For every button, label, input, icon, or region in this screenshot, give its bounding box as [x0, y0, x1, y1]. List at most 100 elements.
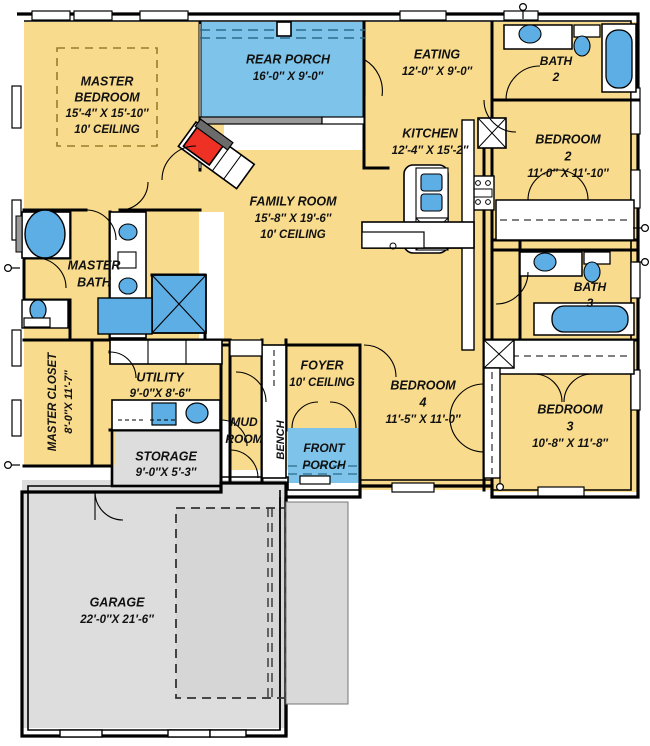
label-utility: UTILITY 9′-0″X 8′-6″ [130, 370, 191, 400]
garage-label: GARAGE [90, 595, 146, 609]
label-bedroom-4: BEDROOM 4 11′-5″ X 11′-0″ [386, 378, 461, 426]
rear-porch-label: REAR PORCH [246, 52, 331, 66]
foyer-label: FOYER [300, 358, 343, 372]
label-family-room: FAMILY ROOM 15′-8″ X 19′-6″ 10′ CEILING [249, 194, 337, 241]
house-outline-outer [17, 12, 640, 738]
label-bath-2: BATH 2 [540, 54, 573, 84]
label-bedroom-2: BEDROOM 2 11′-0″ X 11′-10″ [527, 132, 609, 180]
label-bench: BENCH [275, 419, 287, 459]
bedroom4-dimensions: 11′-5″ X 11′-0″ [386, 414, 461, 426]
utility-label: UTILITY [136, 370, 185, 384]
bedroom2-dimensions: 11′-0″ X 11′-10″ [527, 168, 609, 180]
label-master-closet: MASTER CLOSET 8′-0″X 11′-7″ [47, 352, 75, 451]
eating-label: EATING [414, 47, 461, 61]
label-bedroom-3: BEDROOM 3 10′-8″ X 11′-8″ [532, 402, 608, 450]
front-porch-label-line1: FRONT [303, 441, 346, 455]
family-room-dimensions: 15′-8″ X 19′-6″ [255, 213, 332, 225]
foyer-mud-bench [229, 339, 360, 479]
kitchen-dimensions: 12′-4″ X 15′-2″ [392, 145, 469, 157]
bath3-fixtures [495, 251, 635, 336]
label-front-porch: FRONT PORCH [302, 441, 346, 472]
master-closet-dimensions: 8′-0″X 11′-7″ [63, 370, 75, 434]
bath3-label: BATH [574, 280, 607, 294]
garage-apron-fill [176, 508, 286, 698]
bath3-tub-icon [551, 305, 629, 333]
master-bedroom-dimensions: 15′-4″ X 15′-10″ [65, 108, 149, 120]
toilet-icon [29, 299, 47, 321]
bath3-sink-icon [533, 252, 557, 272]
room-labels: MASTER BEDROOM 15′-4″ X 15′-10″ 10′ CEIL… [47, 47, 609, 626]
bedroom2-number: 2 [564, 149, 572, 163]
front-porch-fill [288, 428, 360, 483]
master-bath-label-line2: BATH [77, 275, 112, 289]
foyer-ceiling: 10′ CEILING [289, 377, 354, 389]
misc-door-swings [109, 99, 517, 447]
bedroom4-number: 4 [419, 395, 427, 409]
master-bath-label-line1: MASTER [68, 258, 121, 272]
bath2-sink-icon [518, 24, 542, 44]
storage-dimensions: 9′-0″X 5′-3″ [136, 467, 197, 479]
door-swings-master [35, 145, 197, 289]
utility-fixtures [109, 339, 223, 431]
eating-dimensions: 12′-0″ X 9′-0″ [402, 66, 473, 78]
label-bath-3: BATH 3 [574, 280, 607, 310]
washer-icon [151, 402, 177, 426]
label-garage: GARAGE 22′-0″X 21′-6″ [79, 595, 154, 626]
sink-icon-1 [118, 223, 138, 241]
master-bedroom-ceiling: 10′ CEILING [74, 124, 139, 136]
bath3-toilet-icon [583, 261, 601, 283]
label-eating: EATING 12′-0″ X 9′-0″ [402, 47, 473, 78]
bedroom2-label: BEDROOM [535, 132, 601, 146]
label-mud-room: MUD ROOM [225, 415, 263, 446]
bath2-label: BATH [540, 54, 573, 68]
bath3-number: 3 [587, 296, 594, 310]
label-master-bedroom: MASTER BEDROOM 15′-4″ X 15′-10″ 10′ CEIL… [65, 74, 149, 136]
family-room-label: FAMILY ROOM [249, 194, 337, 208]
bedroom3-dimensions: 10′-8″ X 11′-8″ [532, 438, 608, 450]
bedroom4-label: BEDROOM [390, 378, 456, 392]
bath2-fixtures [503, 23, 637, 101]
front-porch-label-line2: PORCH [302, 458, 346, 472]
rear-porch-dimensions: 16′-0″ X 9′-0″ [253, 71, 324, 83]
master-bath-fixtures [15, 209, 207, 339]
label-storage: STORAGE 9′-0″X 5′-3″ [135, 449, 197, 479]
bath2-tub-icon [605, 29, 633, 89]
kitchen-fixtures [361, 117, 507, 351]
sink-icon-2 [118, 277, 138, 295]
master-closet-label: MASTER CLOSET [47, 352, 59, 451]
exterior-fittings [3, 2, 649, 492]
rear-porch-detail [199, 21, 365, 125]
oval-tub-icon [24, 209, 66, 259]
bedroom3-label: BEDROOM [537, 402, 603, 416]
bedroom3-number: 3 [567, 419, 574, 433]
bath2-toilet-icon [573, 35, 591, 57]
hall-closets [449, 117, 515, 479]
label-foyer: FOYER 10′ CEILING [289, 358, 354, 389]
master-bedroom-label-line2: BEDROOM [74, 90, 140, 104]
bedroom2-closet [495, 169, 635, 241]
garage-door-openings [59, 729, 247, 738]
master-bedroom-region [56, 47, 158, 147]
master-bedroom-label-line1: MASTER [81, 74, 134, 88]
bath2-number: 2 [552, 70, 560, 84]
utility-dimensions: 9′-0″X 8′-6″ [130, 388, 191, 400]
utility-sink-icon [185, 402, 209, 424]
mud-room-label-line2: ROOM [225, 432, 263, 446]
garage-apron [175, 501, 349, 705]
master-bedroom-tray-ceiling [56, 47, 158, 147]
label-rear-porch: REAR PORCH 16′-0″ X 9′-0″ [246, 52, 331, 83]
windows [11, 10, 641, 497]
corner-fireplace [177, 118, 256, 190]
storage-fill [112, 430, 221, 486]
label-master-bath: MASTER BATH [68, 258, 121, 289]
family-room-ceiling: 10′ CEILING [260, 229, 325, 241]
kitchen-label: KITCHEN [402, 126, 459, 140]
eating-door-swing [364, 59, 383, 97]
label-kitchen: KITCHEN 12′-4″ X 15′-2″ [392, 126, 469, 157]
garage-dimensions: 22′-0″X 21′-6″ [79, 614, 154, 626]
mud-room-label-line1: MUD [230, 415, 258, 429]
island-sink-icon [420, 173, 443, 192]
storage-label: STORAGE [135, 449, 197, 463]
bench-element [261, 344, 287, 479]
